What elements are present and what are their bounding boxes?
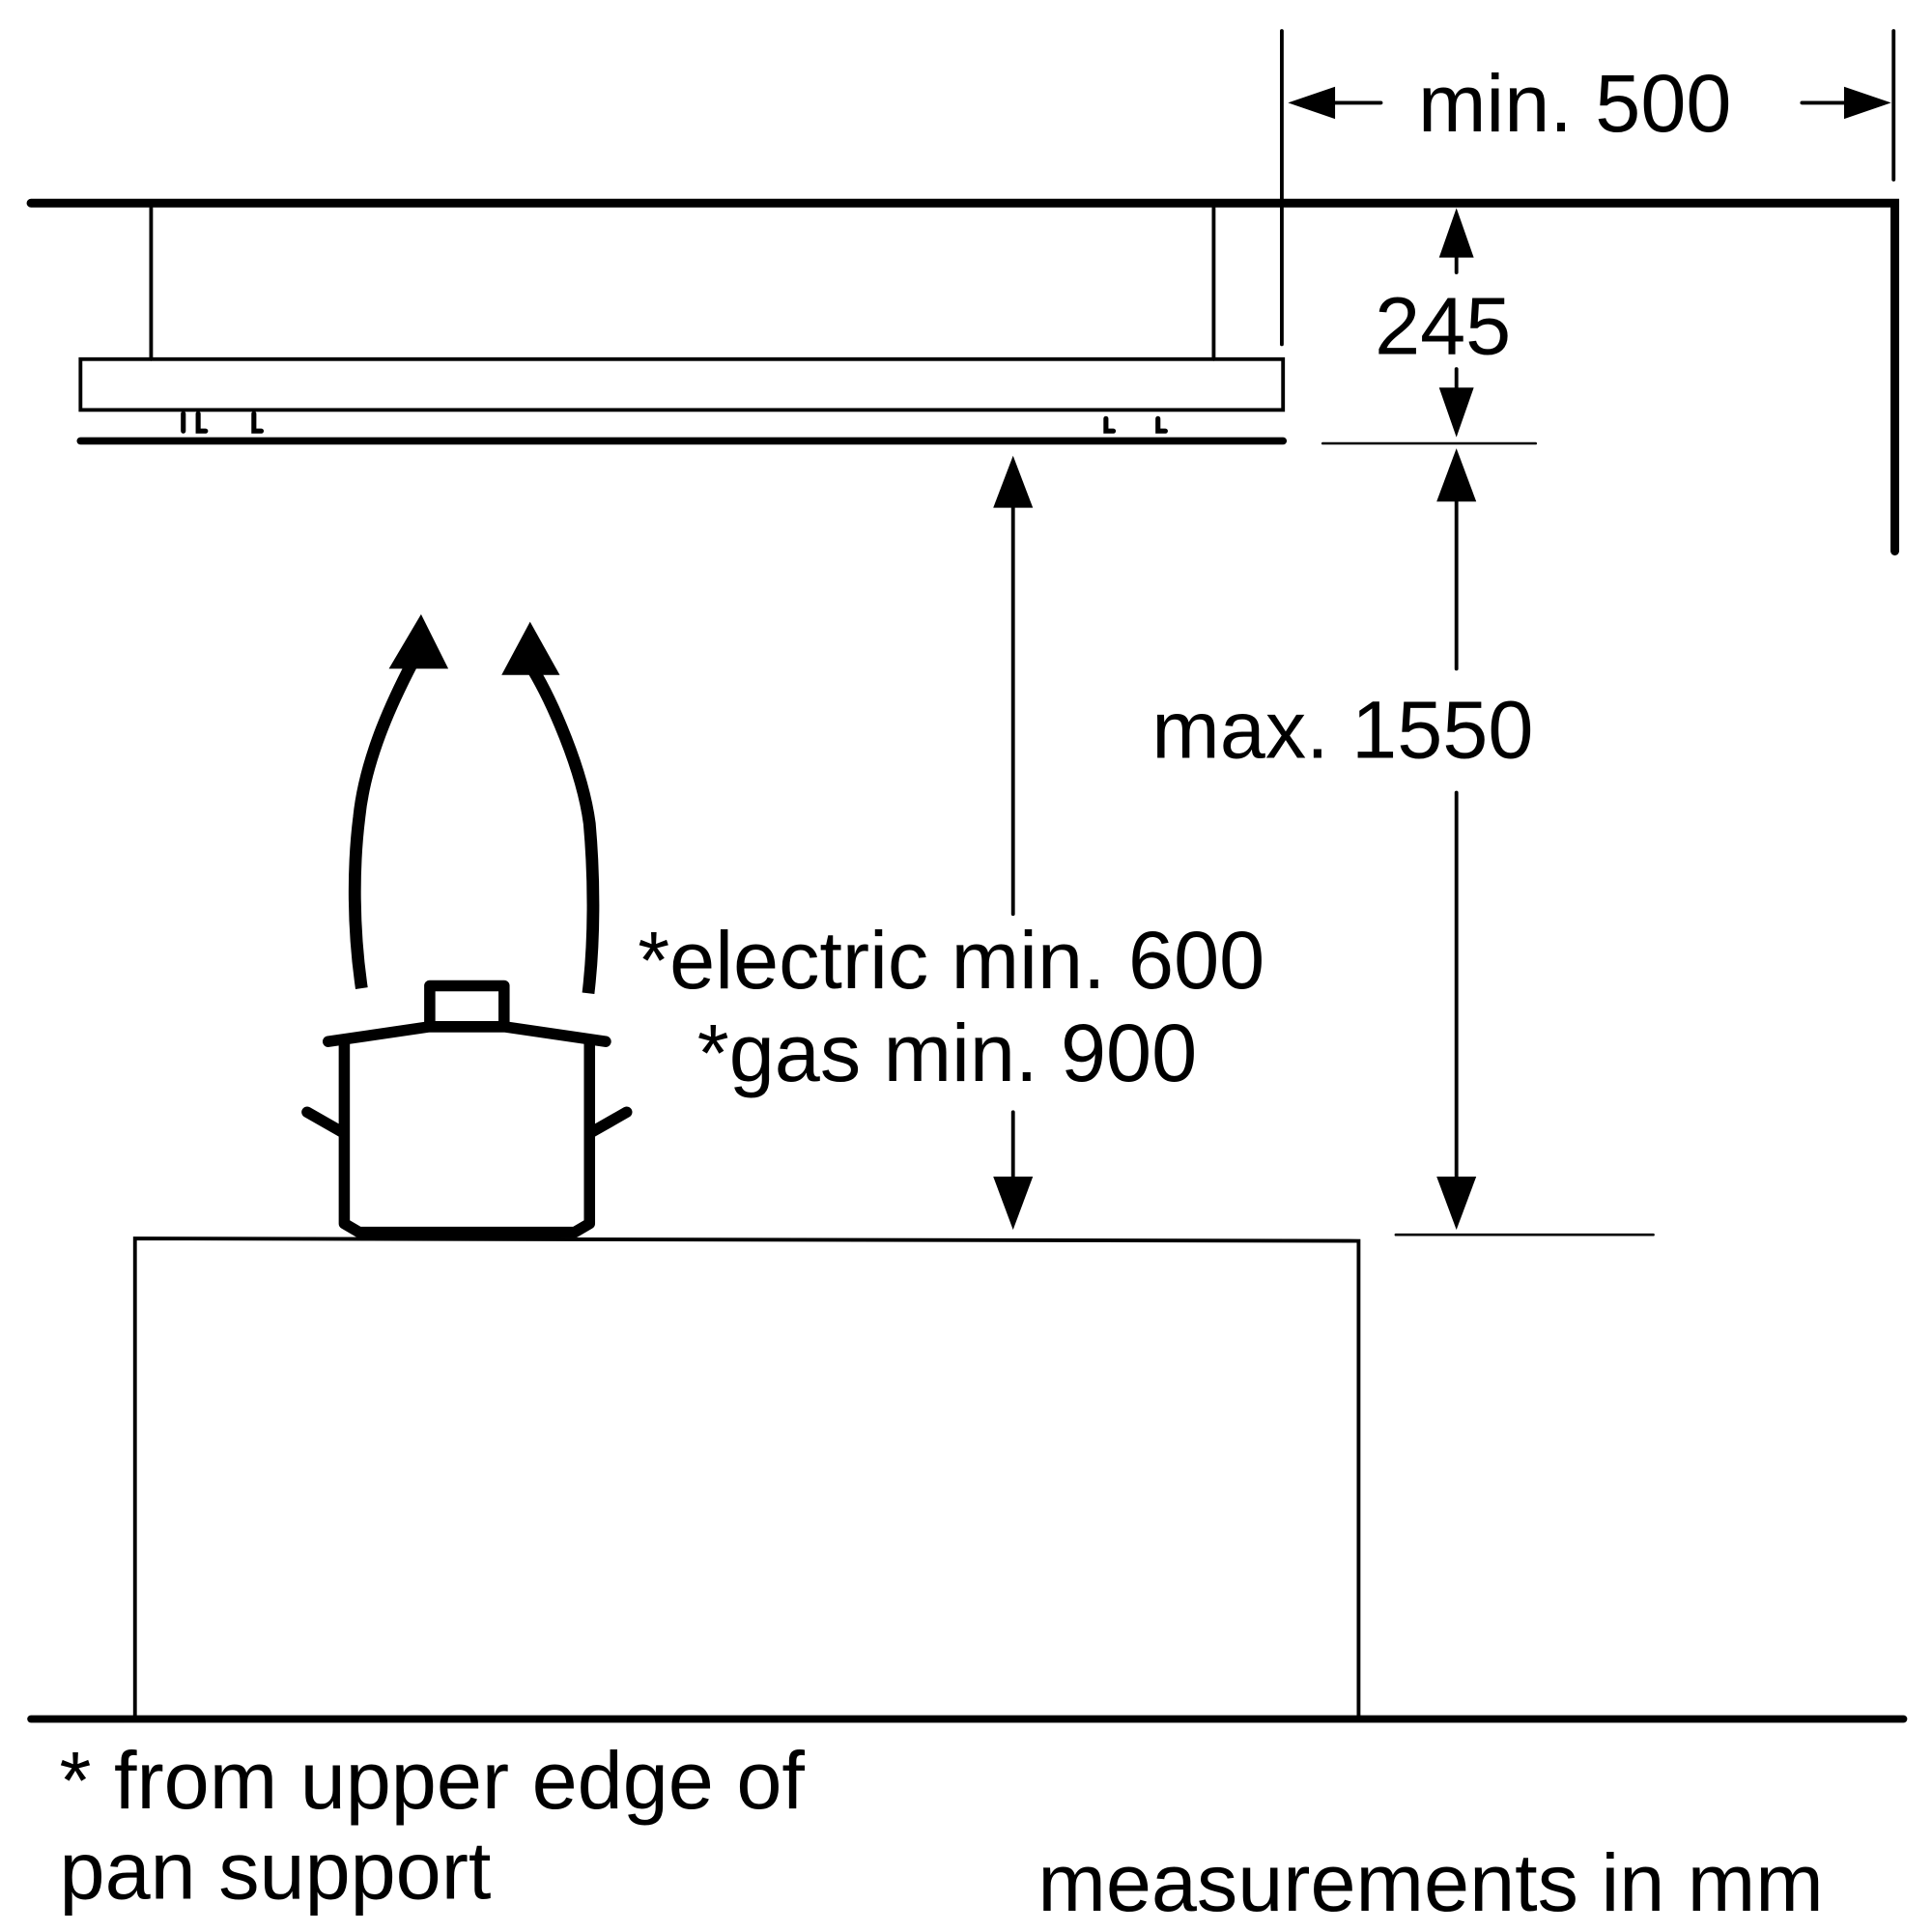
footnote-line1: * from upper edge of [60,1734,806,1826]
hood-clips [181,411,1168,434]
width-min-label: min. 500 [1418,57,1732,149]
steam-arrowhead-icon [388,613,449,669]
arrow-down-icon [993,1176,1034,1231]
hood-height-label: 245 [1375,280,1511,372]
kitchen-counter [132,1236,1361,1721]
footnote-line2: pan support [60,1824,492,1916]
gas-min-label: *gas min. 900 [697,1007,1197,1098]
arrow-up-icon [1438,208,1474,258]
units-label: measurements in mm [1037,1836,1823,1928]
arrowheads [388,86,1891,1231]
arrow-down-icon [1438,387,1474,438]
steam-arrow-right [526,666,600,994]
arrow-right-icon [1843,86,1891,120]
max-height-label: max. 1550 [1151,684,1533,776]
arrow-down-icon [1436,1176,1477,1231]
hood-body [78,356,1286,412]
arrow-up-icon [993,455,1034,508]
arrow-left-icon [1288,86,1336,120]
wall-cabinet-line [26,198,1900,555]
steam-arrow-left [348,659,418,990]
pot-icon [301,980,633,1238]
arrow-up-icon [1436,448,1477,502]
electric-min-label: *electric min. 600 [638,914,1264,1006]
steam-arrowhead-icon [501,621,560,675]
